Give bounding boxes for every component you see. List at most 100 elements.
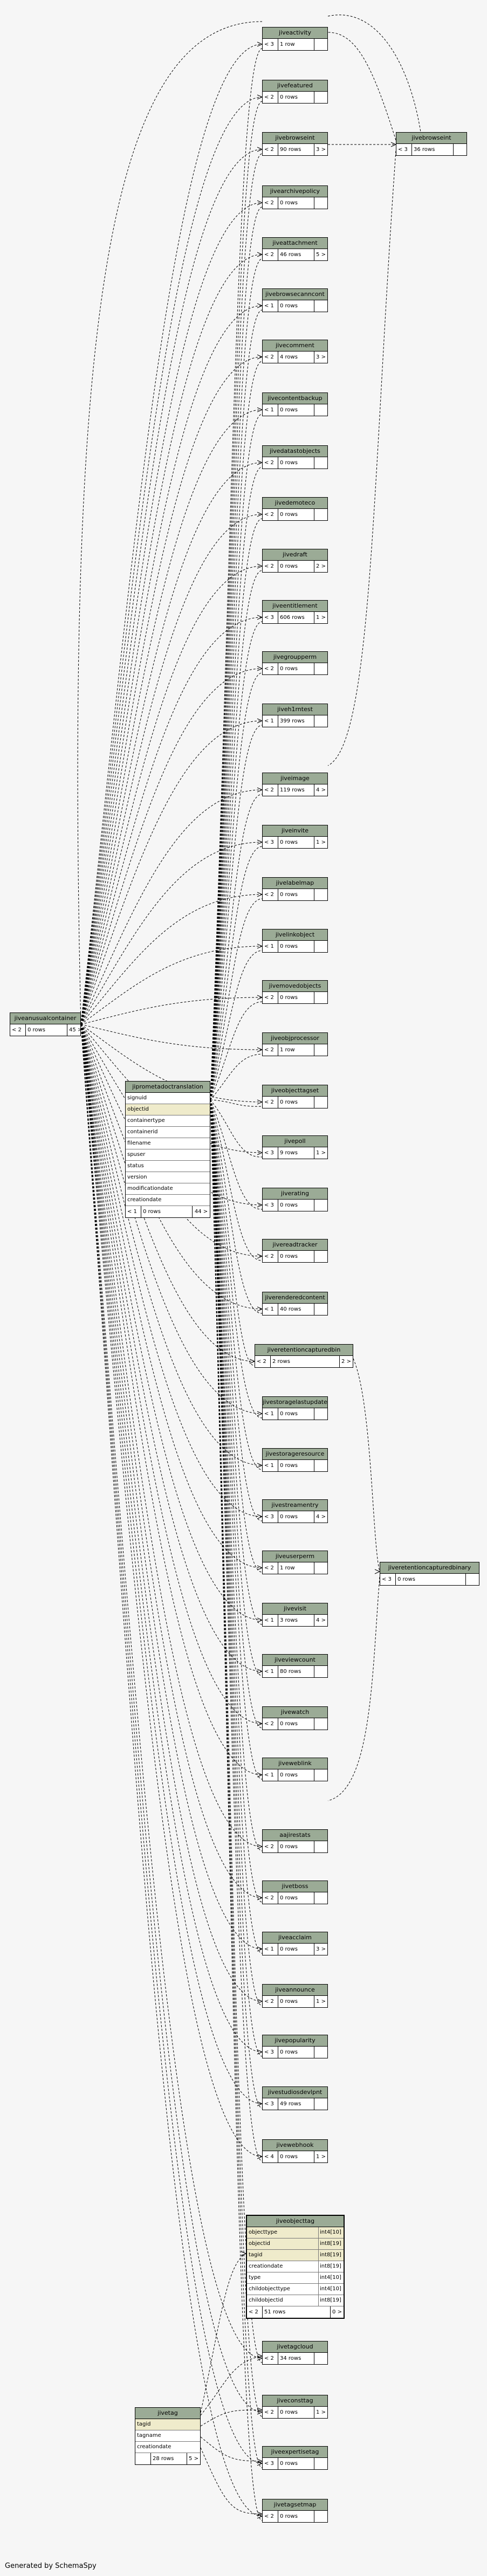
table-header[interactable]: jiveobjecttag: [247, 2216, 344, 2227]
parent-count: < 1: [263, 1615, 278, 1626]
table-header[interactable]: jiveentitlement: [263, 601, 327, 612]
row-count: 0 rows: [278, 2511, 314, 2522]
table-header[interactable]: aajirestats: [263, 1830, 327, 1841]
table-header[interactable]: jivetboss: [263, 1881, 327, 1892]
parent-count: < 2: [255, 1356, 271, 1367]
row-count: 606 rows: [278, 612, 314, 623]
edge-tag-link: [200, 2409, 263, 2427]
table-header[interactable]: jiveuserperm: [263, 1551, 327, 1562]
table-header[interactable]: jiveinvite: [263, 825, 327, 837]
column-row: tagid: [135, 2419, 200, 2430]
table-header[interactable]: jivewebhook: [263, 2140, 327, 2151]
table-header[interactable]: jiveattachment: [263, 238, 327, 249]
column-type: int8[19]: [318, 2238, 344, 2249]
table-header[interactable]: jivefeatured: [263, 80, 327, 92]
table-header[interactable]: jivestoragelastupdate: [263, 1397, 327, 1408]
parent-count: < 2: [263, 561, 278, 572]
table-header[interactable]: jiveviewcount: [263, 1655, 327, 1666]
column-type: int4[10]: [318, 2272, 344, 2283]
table-header[interactable]: jivepoll: [263, 1136, 327, 1147]
table-header[interactable]: jivereadtracker: [263, 1239, 327, 1251]
table-header[interactable]: jivetagcloud: [263, 2341, 327, 2353]
edge-container-link: [80, 1024, 263, 1672]
child-count: [314, 2047, 327, 2058]
child-count: 1 >: [316, 1999, 326, 2005]
table-header[interactable]: jivecomment: [263, 340, 327, 352]
parent-count: < 1: [263, 1408, 278, 1420]
table-header[interactable]: jivebrowseint: [263, 133, 327, 144]
row-count: 0 rows: [278, 2151, 314, 2162]
column-name: tagname: [137, 2433, 161, 2439]
table-header[interactable]: jiveexpertisetag: [263, 2447, 327, 2458]
column-name: type: [249, 2275, 261, 2281]
child-count: [314, 941, 327, 952]
table-header[interactable]: jiveacclaim: [263, 1932, 327, 1944]
table-header[interactable]: jiveobjecttagset: [263, 1085, 327, 1097]
table-header[interactable]: jivecontentbackup: [263, 393, 327, 404]
table-header[interactable]: jivevisit: [263, 1603, 327, 1615]
table-header[interactable]: jiveretentioncapturedbin: [255, 1345, 353, 1356]
edge-container-link: [80, 894, 263, 1025]
column-row: containertype: [126, 1115, 210, 1127]
table-header[interactable]: jiveh1rntest: [263, 704, 327, 715]
parent-count: < 2: [263, 2353, 278, 2364]
table-header[interactable]: jivetag: [135, 2408, 200, 2419]
table-header[interactable]: jivestreamentry: [263, 1500, 327, 1511]
table-header[interactable]: jiprometadoctranslation: [126, 1082, 210, 1093]
row-count: 40 rows: [278, 1304, 314, 1315]
table-header[interactable]: jiveactivity: [263, 27, 327, 39]
column-name: spuser: [127, 1152, 146, 1158]
table-header[interactable]: jiveannounce: [263, 1985, 327, 1996]
table-header[interactable]: jivemovedobjects: [263, 981, 327, 992]
table-header[interactable]: jivelabelmap: [263, 878, 327, 889]
table-header[interactable]: jivearchivepolicy: [263, 186, 327, 197]
column-name: childobjectid: [249, 2297, 283, 2303]
table-header[interactable]: jivebrowseint: [396, 133, 467, 144]
edge-container-link: [80, 1024, 263, 2002]
row-count: 0 rows: [278, 941, 314, 952]
table-header[interactable]: jivestorageresource: [263, 1449, 327, 1460]
edge-translation-link: [210, 1099, 263, 2109]
table-header[interactable]: jiveanusualcontainer: [10, 1013, 80, 1024]
edge-translation-link: [210, 1099, 263, 1521]
edge-translation-link: [210, 48, 263, 1100]
edge-translation-link: [210, 1099, 263, 1903]
table-header[interactable]: jivepopularity: [263, 2035, 327, 2047]
table-header[interactable]: jiveweblink: [263, 1758, 327, 1769]
parent-count: < 2: [263, 249, 278, 260]
table-header[interactable]: jiveimage: [263, 773, 327, 784]
child-count: [314, 1841, 327, 1852]
child-count: 4 >: [316, 1514, 326, 1520]
table-header[interactable]: jivelinkobject: [263, 929, 327, 941]
edge-container-link: [80, 617, 263, 1025]
parent-count: < 1: [263, 1460, 278, 1471]
table-header[interactable]: jivetagsetmap: [263, 2499, 327, 2511]
child-count: [314, 509, 327, 520]
table-header[interactable]: jiveobjprocessor: [263, 1033, 327, 1044]
table-header[interactable]: jivegroupperm: [263, 652, 327, 663]
table-header[interactable]: jivedemoteco: [263, 498, 327, 509]
child-count: [314, 889, 327, 900]
row-count: 51 rows: [263, 2306, 331, 2318]
table-header[interactable]: jivedatastobjects: [263, 446, 327, 457]
table-header[interactable]: jiveconsttag: [263, 2395, 327, 2407]
table-header[interactable]: jiverating: [263, 1188, 327, 1200]
edge-translation-link: [210, 1001, 263, 1100]
table-header[interactable]: jivewatch: [263, 1707, 327, 1718]
table-header[interactable]: jivestudiosdevlpnt: [263, 2087, 327, 2098]
table-header[interactable]: jiveretentioncapturedbinary: [380, 1562, 479, 1574]
table-header[interactable]: jiverenderedcontent: [263, 1292, 327, 1304]
table-header[interactable]: jivebrowsecanncont: [263, 289, 327, 300]
table-header[interactable]: jivedraft: [263, 549, 327, 561]
